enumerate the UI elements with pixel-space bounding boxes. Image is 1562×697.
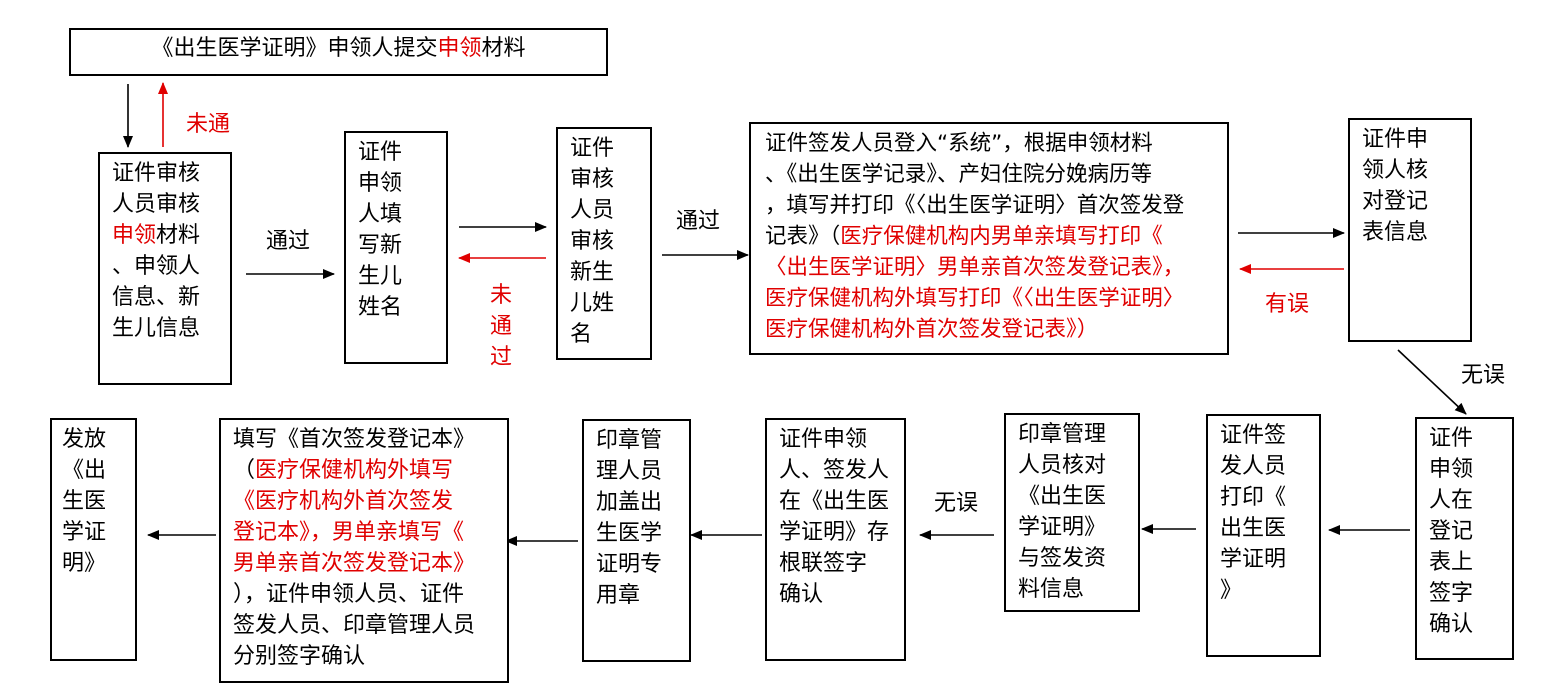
label-pass-2: 通过 — [676, 209, 721, 234]
text-run: ），证件申领人员、证件 签发人员、印章管理人员 分别签字确认 — [233, 582, 476, 669]
text-run: 申领 — [112, 223, 157, 248]
step-review-newborn-name: 证件 审核 人员 审核 新生 儿姓 名 — [556, 127, 652, 360]
step-register-and-print-form: 证件签发人员登入“系统”，根据申领材料 、《出生医学记录》、产妇住院分娩病历等 … — [749, 122, 1229, 355]
text-run: 医疗保健机构内男单亲填写打印《 〈出生医学证明〉男单亲首次签发登记表》， 医疗保… — [765, 224, 1185, 342]
step-seal-manager-verify: 印章管理 人员核对 《出生医 学证明》 与签发资 料信息 — [1004, 413, 1140, 612]
step-review-applicant-info: 证件审核 人员审核 申领材料 、申领人 信息、新 生儿信息 — [98, 152, 232, 385]
step-applicant-verify-form: 证件申 领人核 对登记 表信息 — [1348, 118, 1472, 342]
text-run: 证件申 领人核 对登记 表信息 — [1362, 127, 1429, 245]
label-no-error-1: 无误 — [1461, 363, 1506, 388]
label-fail-2: 未通过 — [489, 283, 512, 370]
text-run: 医疗保健机构外填写 《医疗机构外首次签发 登记本》，男单亲填写《 男单亲首次签发… — [233, 458, 476, 576]
text-run: 证件签发人员登入“系统”，根据申领材料 、《出生医学记录》、产妇住院分娩病历等 … — [765, 131, 1185, 249]
text-run: 证件 申领 人填 写新 生儿 姓名 — [358, 140, 403, 320]
label-pass-1: 通过 — [266, 229, 311, 254]
step-submit-materials: 《出生医学证明》申领人提交申领材料 — [69, 28, 608, 76]
text-run: 申领 — [437, 36, 482, 61]
text-run: 填写《首次签发登记本》 （ — [233, 427, 476, 483]
text-run: 发放 《出 生医 学证 明》 — [62, 427, 107, 576]
text-run: 印章管 理人员 加盖出 生医学 证明专 用章 — [596, 428, 663, 608]
text-run: 证件 审核 人员 审核 新生 儿姓 名 — [570, 136, 615, 347]
text-run: 证件申领 人、签发人 在《出生医 学证明》存 根联签字 确认 — [779, 427, 890, 607]
text-run: 印章管理 人员核对 《出生医 学证明》 与签发资 料信息 — [1018, 422, 1107, 602]
step-fill-newborn-name: 证件 申领 人填 写新 生儿 姓名 — [344, 131, 448, 364]
text-run: 证件审核 人员审核 — [112, 161, 201, 217]
arrow-verify-to-sign — [1397, 349, 1467, 415]
text-run: 证件签 发人员 打印《 出生医 学证明 》 — [1220, 423, 1287, 603]
label-fail-1: 未通 — [186, 112, 231, 137]
text-run: 《出生医学证明》申领人提交 — [151, 36, 438, 61]
label-no-error-2: 无误 — [934, 491, 979, 516]
step-affix-seal: 印章管 理人员 加盖出 生医学 证明专 用章 — [582, 419, 691, 662]
step-issue-certificate: 发放 《出 生医 学证 明》 — [50, 418, 137, 661]
text-run: 材料 、申领人 信息、新 生儿信息 — [112, 223, 201, 341]
step-fill-logbook: 填写《首次签发登记本》 （医疗保健机构外填写 《医疗机构外首次签发 登记本》，男… — [219, 418, 509, 683]
text-run: 证件 申领 人在 登记 表上 签字 确认 — [1429, 426, 1474, 637]
step-sign-certificate-stub: 证件申领 人、签发人 在《出生医 学证明》存 根联签字 确认 — [765, 418, 906, 661]
step-applicant-sign-form: 证件 申领 人在 登记 表上 签字 确认 — [1415, 417, 1514, 660]
label-error: 有误 — [1265, 292, 1310, 317]
step-print-certificate: 证件签 发人员 打印《 出生医 学证明 》 — [1206, 414, 1321, 657]
text-run: 材料 — [481, 36, 526, 61]
